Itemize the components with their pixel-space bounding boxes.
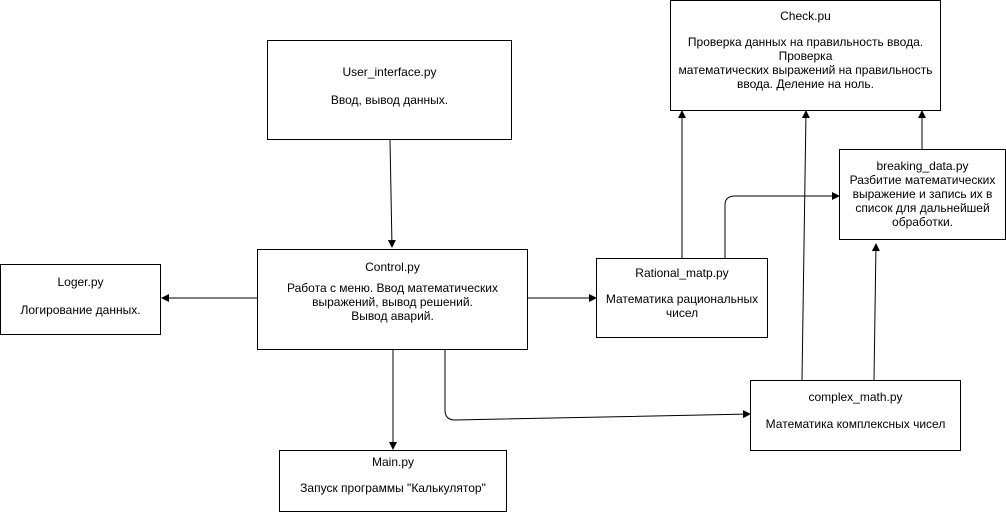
node-breaking-data[interactable]: breaking_data.py Разбитие математических… [839, 149, 1006, 240]
node-check[interactable]: Check.pu Проверка данных на правильность… [670, 0, 941, 111]
node-title: Main.py [371, 455, 415, 469]
node-title: Loger.py [57, 275, 104, 289]
edge-rational-to-breaking [724, 192, 840, 258]
node-description: Логирование данных. [20, 303, 141, 317]
node-description: Математика рациональных чисел [605, 292, 759, 320]
node-description: Ввод, вывод данных. [330, 93, 449, 107]
node-title: Check.pu [780, 9, 831, 23]
node-title: Control.py [365, 260, 420, 274]
node-complex[interactable]: complex_math.py Математика комплексных ч… [750, 380, 961, 451]
edge-control-to-complex [444, 350, 751, 421]
node-title: breaking_data.py [876, 159, 969, 173]
node-main[interactable]: Main.py Запуск программы "Калькулятор" [279, 450, 507, 512]
node-user-interface[interactable]: User_interface.py Ввод, вывод данных. [267, 40, 512, 140]
node-description: Проверка данных на правильность ввода. П… [678, 35, 933, 91]
node-description: Разбитие математических выражение и запи… [849, 173, 996, 229]
node-description: Работа с меню. Ввод математических выраж… [287, 281, 498, 323]
node-title: Rational_matp.py [635, 266, 729, 280]
node-title: complex_math.py [808, 390, 903, 404]
node-title: User_interface.py [342, 65, 437, 79]
node-description: Запуск программы "Калькулятор" [300, 481, 486, 495]
edge-complex-to-breaking [871, 243, 880, 381]
node-description: Математика комплексных чисел [765, 417, 946, 431]
edge-complex-to-check [801, 110, 810, 381]
node-rational[interactable]: Rational_matp.py Математика рациональных… [596, 258, 768, 338]
node-loger[interactable]: Loger.py Логирование данных. [0, 264, 161, 335]
node-control[interactable]: Control.py Работа с меню. Ввод математич… [257, 249, 528, 350]
edge-user-interface-to-control [387, 139, 396, 248]
